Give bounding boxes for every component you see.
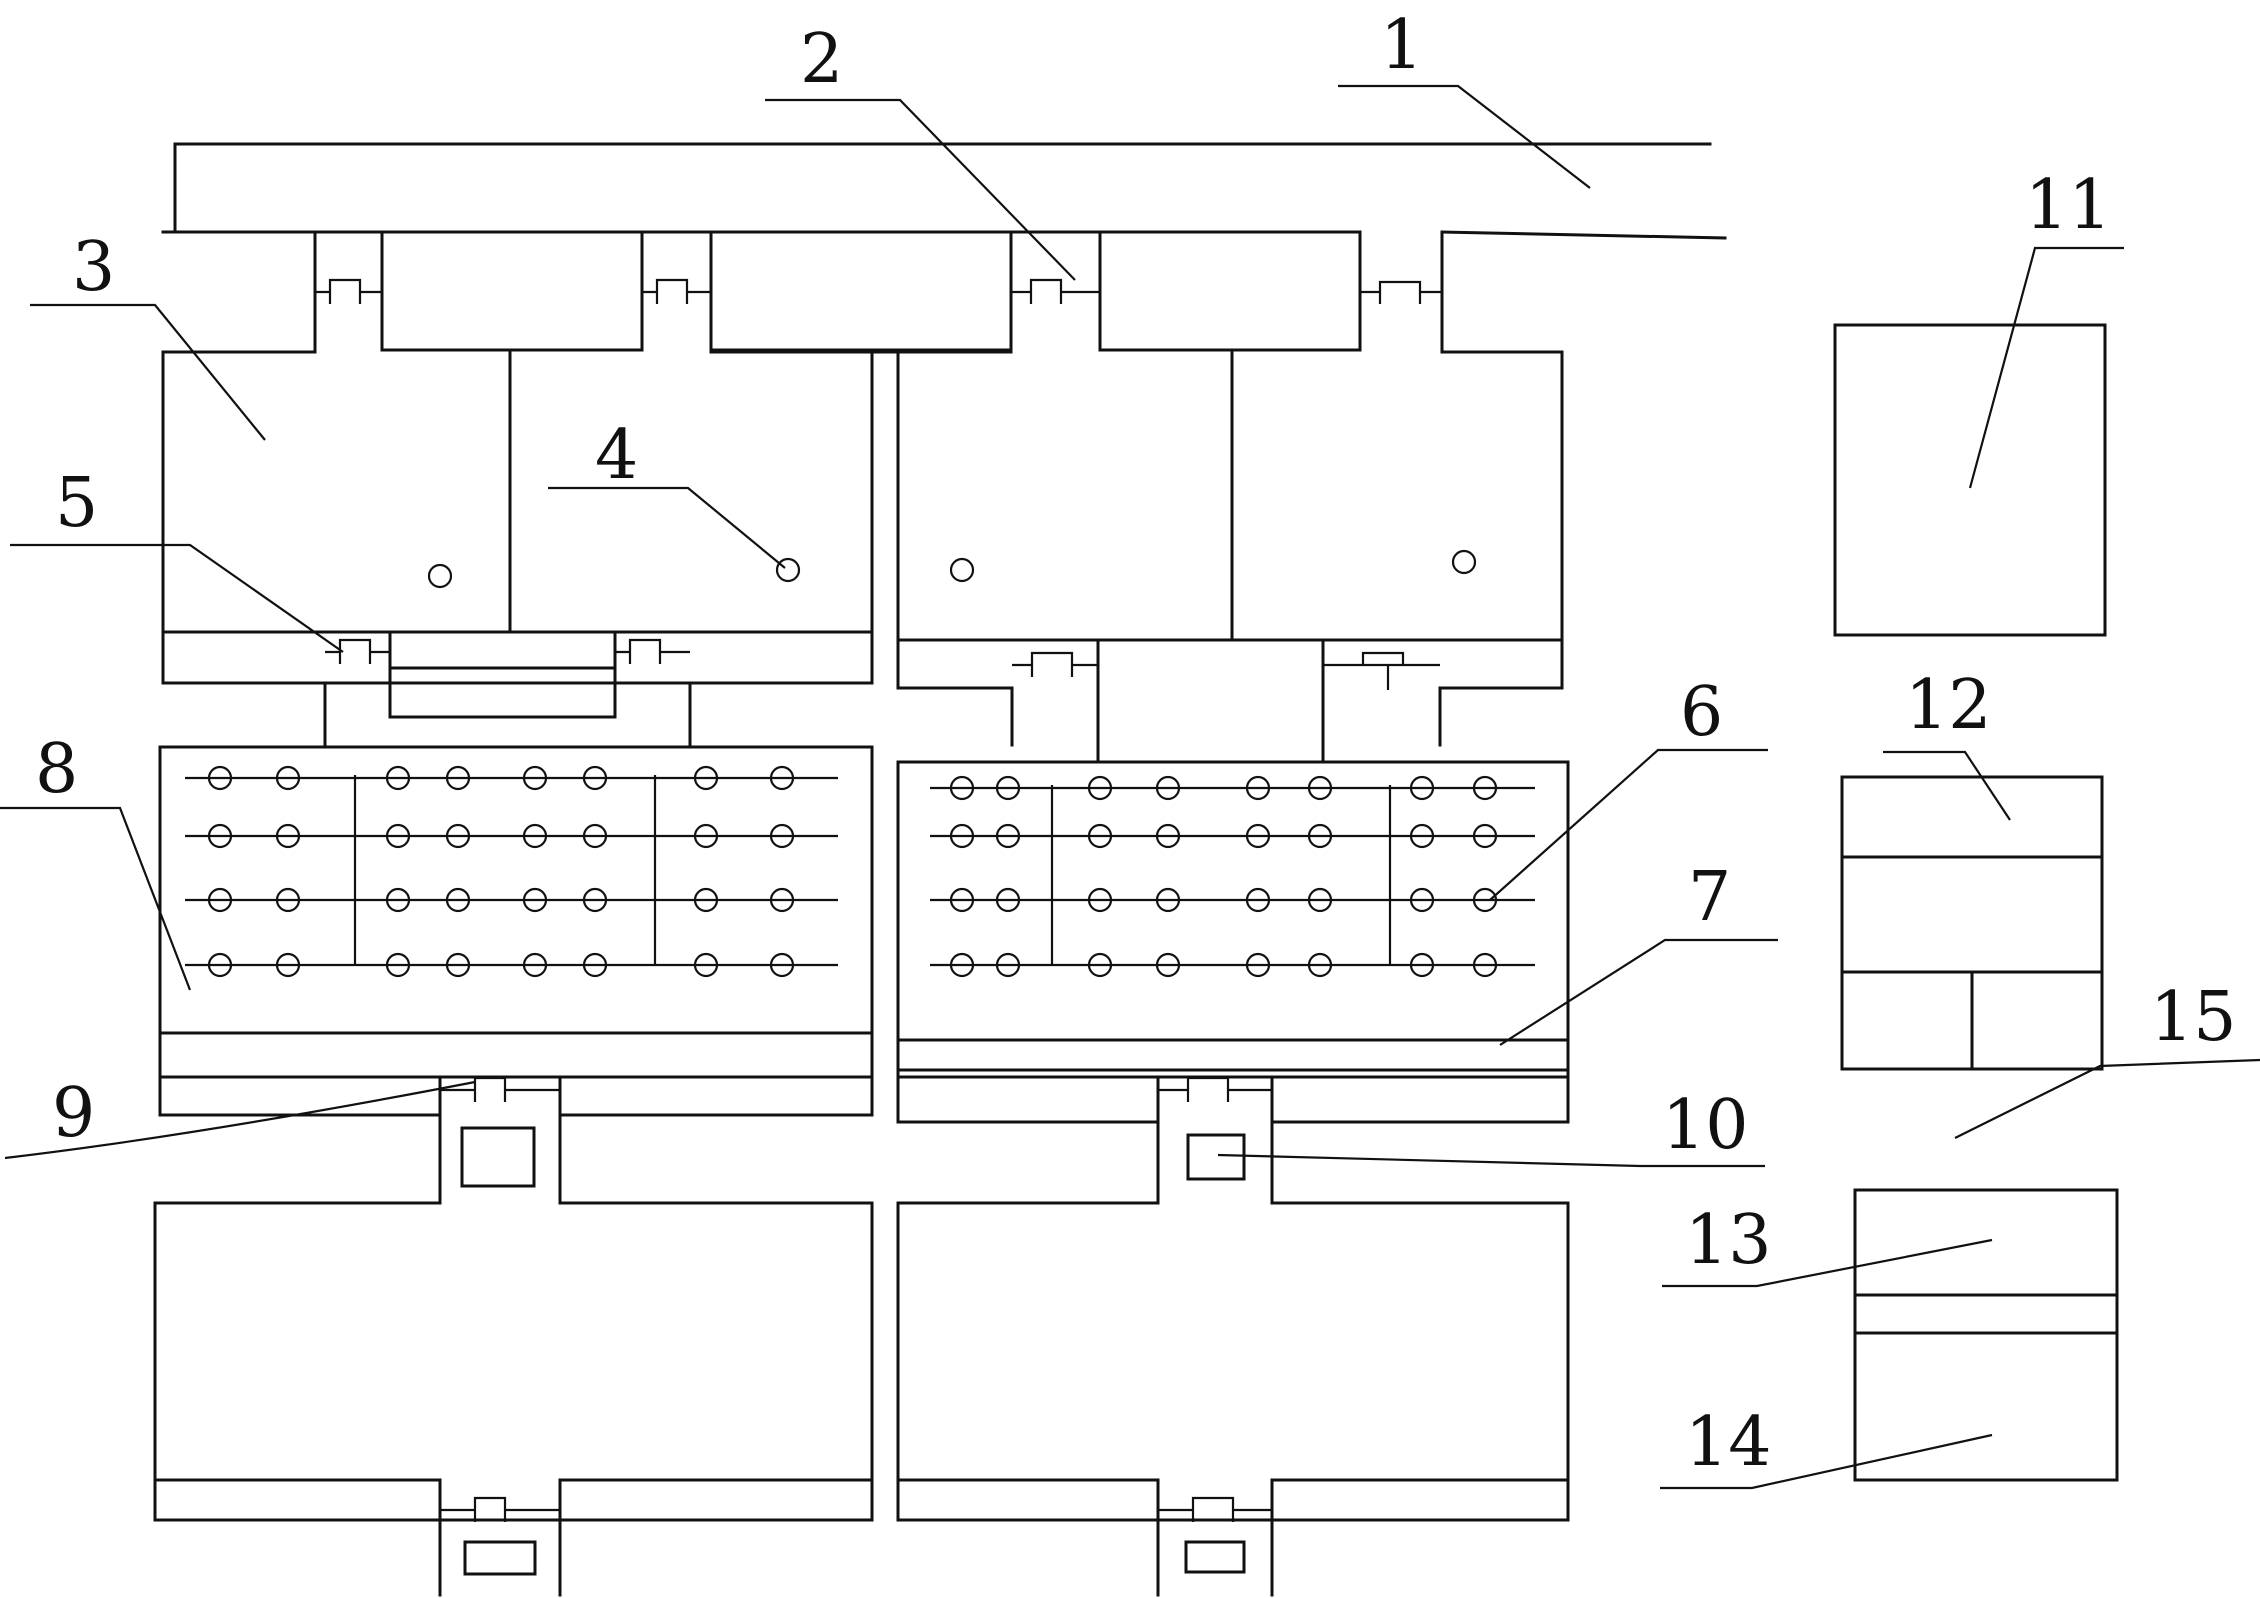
label-10: 10	[1662, 1086, 1749, 1165]
grid-circle	[582, 765, 608, 791]
grid-circle	[1307, 823, 1333, 849]
grid-circle	[1409, 775, 1435, 801]
label-3: 3	[72, 228, 115, 307]
grid-circle	[1155, 775, 1181, 801]
grid-circle	[522, 823, 548, 849]
left-upper-block	[161, 230, 1013, 747]
grid-circle	[1245, 823, 1271, 849]
grid-circle	[207, 823, 233, 849]
left-grid-block	[158, 745, 874, 1117]
grid-circle	[769, 952, 795, 978]
leader-lines	[0, 84, 2260, 1490]
grid-circle	[1087, 952, 1113, 978]
grid-circle	[1409, 823, 1435, 849]
component-12	[1840, 775, 2104, 1071]
grid-circle	[385, 823, 411, 849]
grid-circle	[693, 887, 719, 913]
label-6: 6	[1680, 673, 1723, 752]
grid-circle	[949, 823, 975, 849]
grid-circle	[995, 823, 1021, 849]
grid-circle	[275, 823, 301, 849]
grid-circle	[769, 823, 795, 849]
component-13-14	[1853, 1188, 2119, 1482]
grid-circle	[1472, 775, 1498, 801]
grid-circle	[949, 887, 975, 913]
label-2: 2	[800, 20, 843, 99]
grid-circle	[207, 952, 233, 978]
connectors	[315, 278, 1442, 690]
grid-circle	[693, 823, 719, 849]
grid-circle	[1472, 887, 1498, 913]
grid-circle	[385, 952, 411, 978]
grid-circle	[995, 887, 1021, 913]
grid-circle	[995, 775, 1021, 801]
grid-circle	[949, 775, 975, 801]
grid-circle	[1087, 823, 1113, 849]
label-1: 1	[1380, 6, 1423, 85]
grid-circle	[1245, 775, 1271, 801]
grid-circle	[1087, 887, 1113, 913]
grid-circle	[582, 887, 608, 913]
grid-circle	[445, 887, 471, 913]
grid-circle	[275, 952, 301, 978]
label-13: 13	[1685, 1201, 1772, 1280]
grid-circle	[1409, 952, 1435, 978]
grid-circle	[1245, 952, 1271, 978]
grid-circle	[385, 765, 411, 791]
grid-circle	[769, 887, 795, 913]
grid-circle	[1409, 887, 1435, 913]
grid-circle	[1472, 952, 1498, 978]
grid-circle	[582, 952, 608, 978]
grid-circle	[1245, 887, 1271, 913]
middle-connectors	[153, 1075, 1570, 1522]
grid-circle	[522, 765, 548, 791]
right-grid-block	[896, 760, 1570, 1124]
label-11: 11	[2025, 166, 2112, 245]
grid-circle	[949, 952, 975, 978]
label-12: 12	[1905, 666, 1992, 745]
component-11	[1833, 323, 2107, 637]
label-8: 8	[35, 730, 78, 809]
grid-circle	[445, 952, 471, 978]
grid-circle	[1155, 952, 1181, 978]
grid-circle	[995, 952, 1021, 978]
label-15: 15	[2150, 978, 2237, 1057]
label-7: 7	[1688, 858, 1731, 937]
label-14: 14	[1685, 1403, 1772, 1482]
grid-circle	[1307, 887, 1333, 913]
number-labels: 1 2 3 4 5 6 7 8 9 10 11 12 13 14 15	[35, 6, 2237, 1482]
grid-circle	[693, 765, 719, 791]
grid-circle	[522, 887, 548, 913]
label-5: 5	[55, 464, 98, 543]
grid-circle	[207, 887, 233, 913]
top-pipe	[161, 142, 1727, 685]
grid-circle	[275, 887, 301, 913]
grid-circle	[582, 823, 608, 849]
grid-circle	[445, 823, 471, 849]
grid-circle	[769, 765, 795, 791]
label-4: 4	[595, 416, 638, 495]
grid-circle	[693, 952, 719, 978]
grid-circle	[1155, 823, 1181, 849]
grid-circle	[207, 765, 233, 791]
grid-circle	[1087, 775, 1113, 801]
grid-circle	[522, 952, 548, 978]
grid-circle	[1155, 887, 1181, 913]
lower-blocks	[153, 1478, 1570, 1597]
grid-circle	[445, 765, 471, 791]
grid-circle	[385, 887, 411, 913]
label-9: 9	[52, 1074, 95, 1153]
grid-circle	[275, 765, 301, 791]
right-upper-block	[896, 230, 1564, 764]
grid-circle	[1307, 775, 1333, 801]
grid-circle	[1307, 952, 1333, 978]
grid-circle	[1472, 823, 1498, 849]
